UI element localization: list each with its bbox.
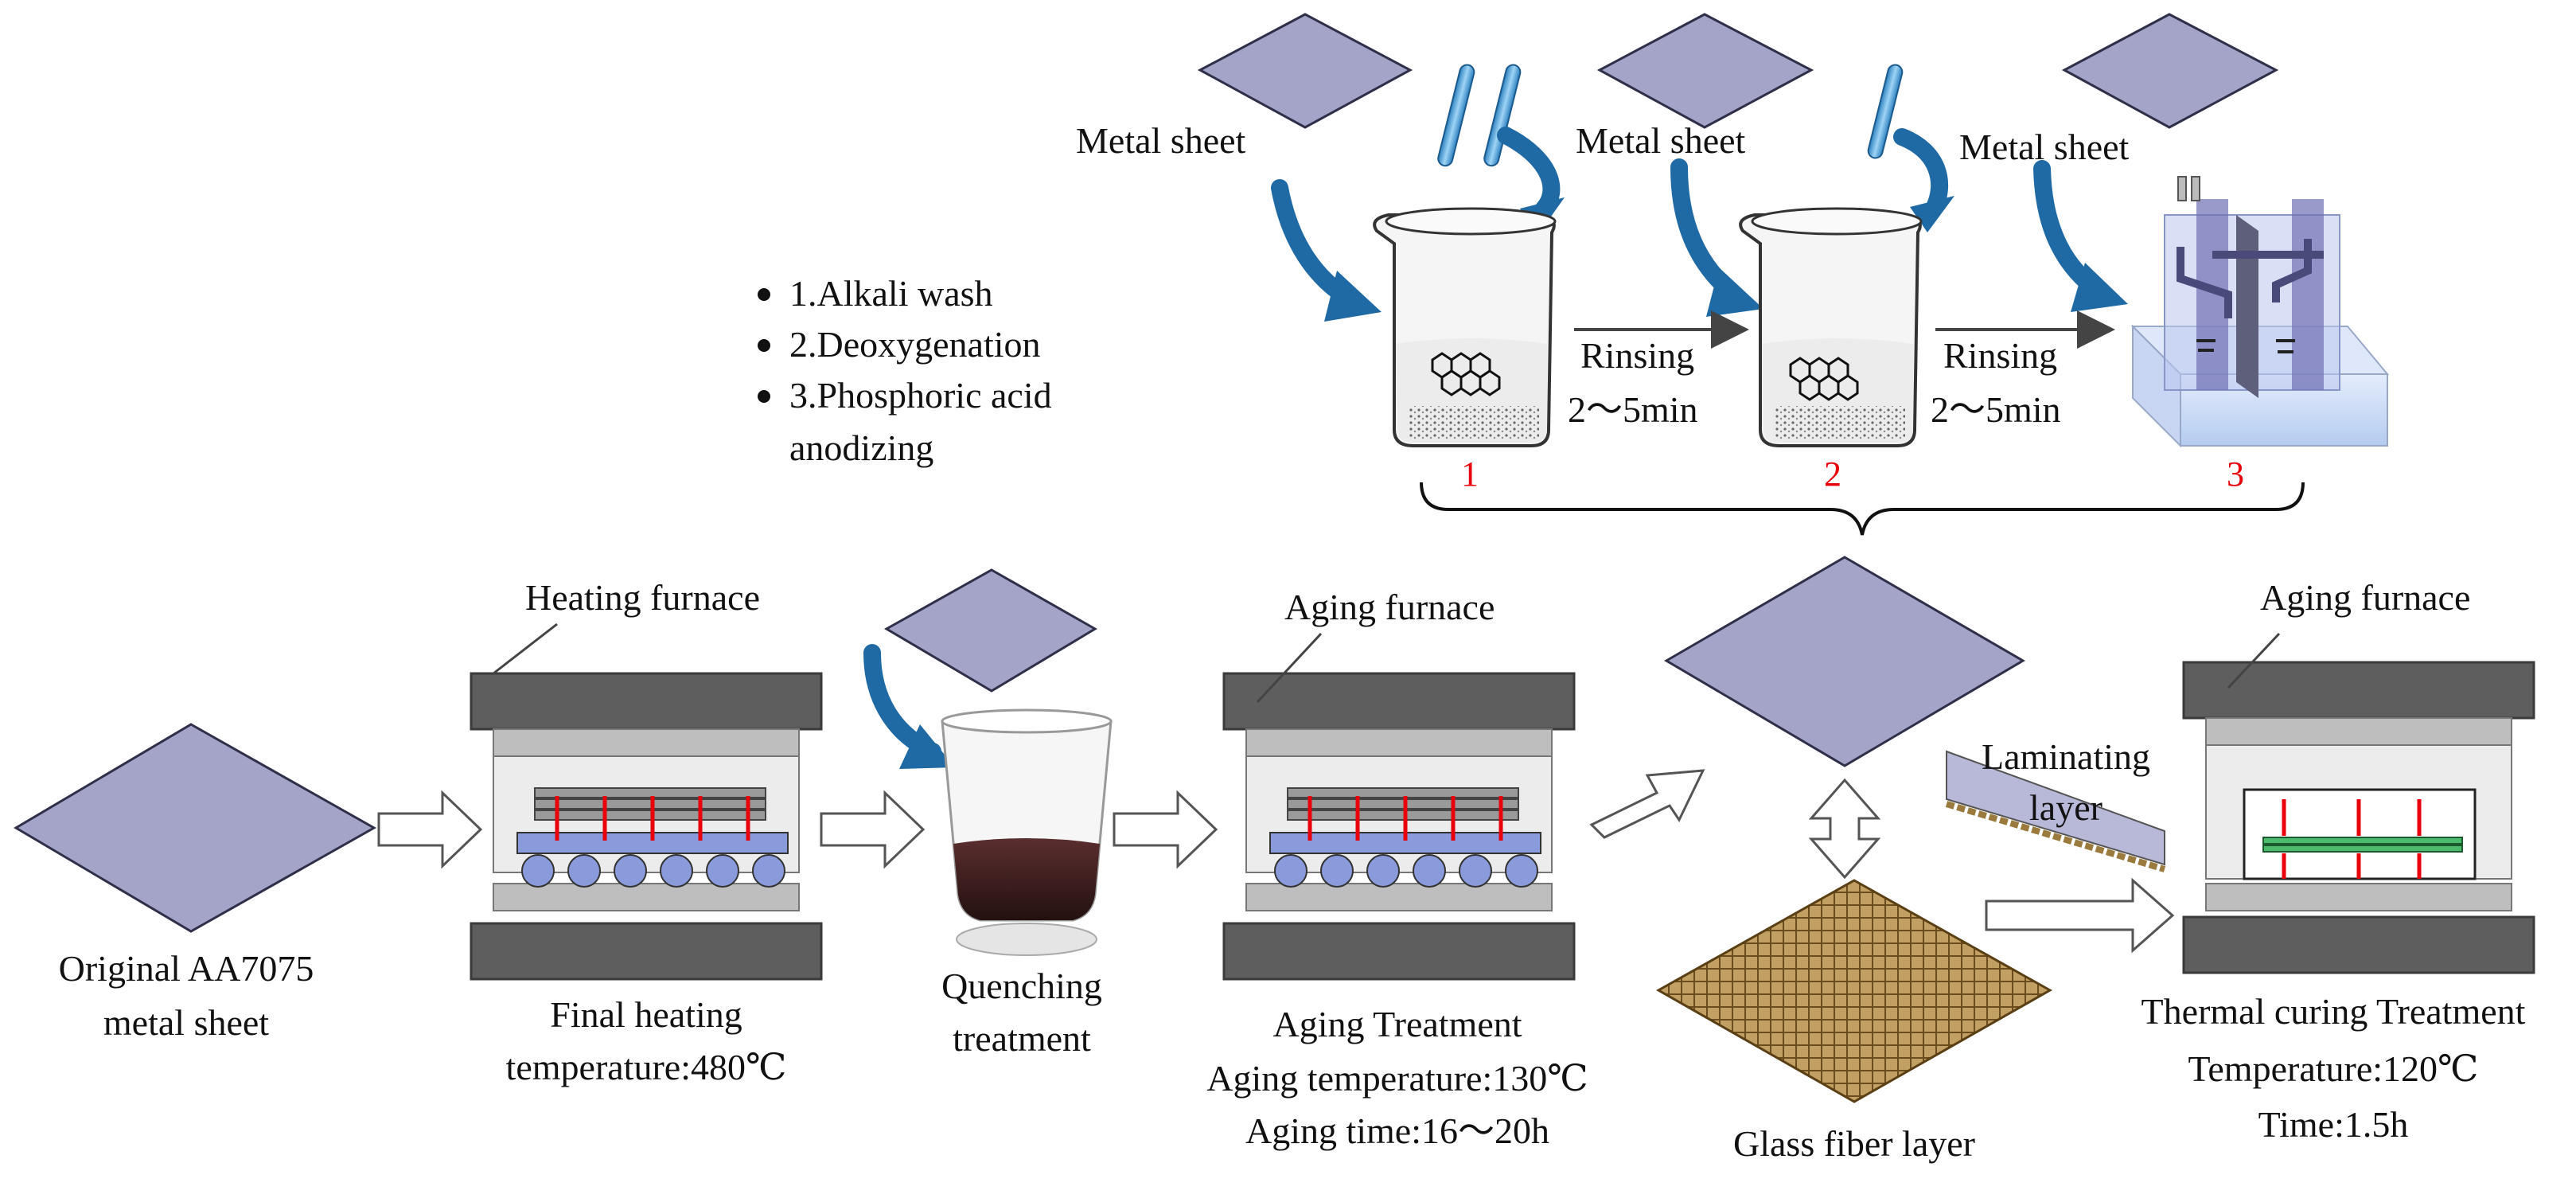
aging-furnace-pointer — [1256, 632, 1323, 704]
curing-furnace-pointer — [2227, 632, 2281, 689]
laminating-layer-label-1: Laminating — [1982, 736, 2150, 777]
flow-arrow-icons — [377, 769, 2175, 954]
pretreatment-brace — [1420, 482, 2305, 536]
anodizing-tank — [2130, 176, 2390, 448]
stacking-double-arrow-icon — [1808, 778, 1881, 880]
aging-furnace — [1222, 672, 1576, 981]
metal-sheet-label-1: Metal sheet — [1076, 120, 1246, 161]
quench-metal-sheet — [883, 568, 1097, 693]
final-heating-label-2: temperature:480℃ — [506, 1047, 787, 1087]
laminating-layer-label-2: layer — [2029, 787, 2102, 828]
curing-temperature-label: Temperature:120℃ — [2188, 1048, 2479, 1089]
metal-sheet-3 — [2061, 13, 2279, 129]
rinsing-label-1: Rinsing — [1580, 335, 1694, 376]
step-number-2: 2 — [1824, 455, 1841, 494]
original-aa7075-sheet — [14, 723, 377, 933]
metal-sheet-1 — [1197, 13, 1413, 129]
rinsing-time-1: 2～5min — [1568, 389, 1698, 430]
laminating-layer — [1945, 750, 2166, 872]
step-deoxygenation: 2.Deoxygenation — [789, 324, 1041, 365]
rinsing-time-2: 2～5min — [1931, 389, 2061, 430]
heating-furnace-label: Heating furnace — [525, 577, 760, 618]
quench-beaker — [941, 708, 1113, 956]
aging-temperature-label: Aging temperature:130℃ — [1206, 1058, 1588, 1099]
step-number-3: 3 — [2227, 455, 2244, 494]
beaker-alkali-wash — [1373, 207, 1557, 447]
process-arrowheads — [1324, 196, 2128, 322]
rinsing-label-2: Rinsing — [1943, 335, 2057, 376]
pretreatment-steps-list: 1.Alkali wash 2.Deoxygenation 3.Phosphor… — [758, 273, 1052, 468]
beaker-deoxygenation — [1739, 207, 1923, 447]
thermal-curing-label: Thermal curing Treatment — [2141, 991, 2526, 1032]
quenching-label-2: treatment — [953, 1018, 1091, 1059]
aging-furnace-label: Aging furnace — [1284, 587, 1495, 627]
quenching-label-1: Quenching — [941, 966, 1102, 1006]
step-number-1: 1 — [1461, 455, 1479, 494]
test-tube-2 — [1867, 64, 1904, 159]
original-sheet-label-2: metal sheet — [103, 1002, 269, 1043]
quench-arrowhead — [899, 724, 955, 769]
step-phosphoric-acid: 3.Phosphoric acid — [789, 375, 1052, 416]
metal-sheet-2 — [1596, 13, 1814, 129]
final-heating-label-1: Final heating — [550, 994, 742, 1035]
aging-time-label: Aging time:16～20h — [1245, 1110, 1549, 1151]
metal-sheet-label-2: Metal sheet — [1576, 120, 1746, 161]
test-tubes-1 — [1437, 64, 1522, 167]
step-alkali-wash: 1.Alkali wash — [789, 273, 993, 314]
glass-fiber-mesh — [1655, 879, 2053, 1103]
heating-furnace-pointer — [493, 622, 558, 675]
curing-time-label: Time:1.5h — [2258, 1104, 2409, 1145]
lamination-metal-sheet — [1664, 556, 2025, 767]
original-sheet-label-1: Original AA7075 — [59, 948, 314, 989]
curing-furnace — [2182, 661, 2535, 974]
glass-fiber-label: Glass fiber layer — [1733, 1123, 1975, 1164]
curing-furnace-label: Aging furnace — [2260, 577, 2470, 618]
heating-furnace — [470, 672, 823, 981]
aging-treatment-label: Aging Treatment — [1272, 1004, 1522, 1044]
step-anodizing: anodizing — [789, 427, 933, 468]
